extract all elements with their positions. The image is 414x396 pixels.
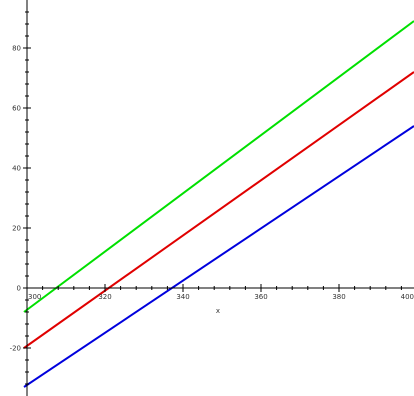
series-line-2 — [23, 71, 414, 349]
y-tick-label: -20 — [10, 345, 21, 353]
series-line-3 — [23, 125, 414, 388]
series-line-1 — [23, 20, 414, 313]
y-tick-label: 20 — [12, 225, 21, 233]
y-tick-label: 40 — [12, 165, 21, 173]
x-tick-label: 380 — [332, 293, 345, 301]
axes-layer: -20 20 40 60 80 0 300 320 340 360 380 400 — [10, 0, 414, 396]
y-tick-label: 80 — [12, 45, 21, 53]
y-tick-label: 60 — [12, 105, 21, 113]
x-tick-label: 340 — [176, 293, 189, 301]
x-tick-label: 320 — [98, 293, 111, 301]
x-axis-label: x — [216, 307, 220, 315]
series-layer — [23, 20, 414, 388]
y-tick-label-zero: 0 — [17, 285, 21, 293]
x-tick-label: 300 — [28, 293, 41, 301]
x-tick-label: 360 — [254, 293, 267, 301]
x-tick-label: 400 — [401, 293, 414, 301]
